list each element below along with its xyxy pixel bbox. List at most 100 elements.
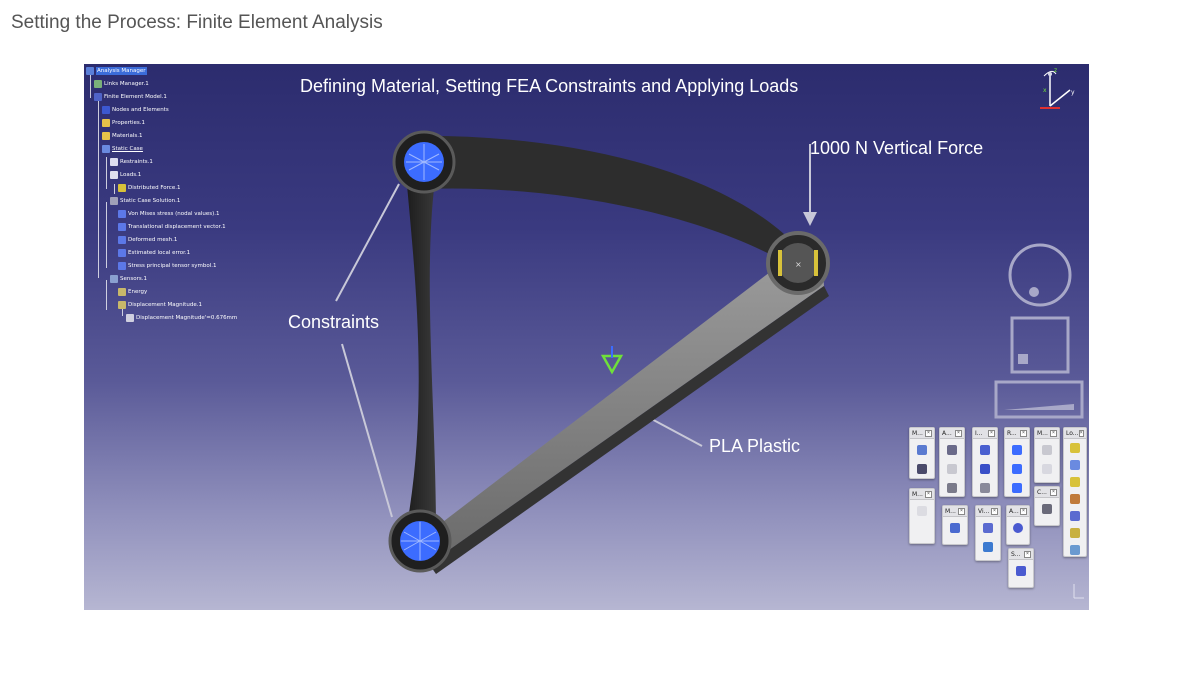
tree-item-label: Static Case [112, 146, 143, 152]
tree-item-displacement-result[interactable]: Displacement Magnitude'=0.676mm [126, 313, 237, 323]
deform-icon[interactable] [977, 461, 993, 477]
toolbar-title: M... [945, 507, 956, 515]
tree-item-displacement-vector[interactable]: Translational displacement vector.1 [118, 222, 226, 232]
image-icon [118, 236, 126, 244]
toolbar-title: M... [912, 429, 923, 437]
zoom-icon[interactable] [1010, 520, 1026, 536]
load-icon[interactable] [1067, 440, 1083, 456]
toolbar-close-icon[interactable]: × [1020, 507, 1027, 515]
catia-viewport[interactable]: × z x y [84, 64, 1089, 610]
tree-item-fem-model[interactable]: Finite Element Model.1 [94, 92, 167, 102]
tree-item-deformed-mesh[interactable]: Deformed mesh.1 [118, 235, 177, 245]
pressure-icon[interactable] [1067, 457, 1083, 473]
toolbar-close-icon[interactable]: × [1024, 550, 1031, 558]
tree-item-loads[interactable]: Loads.1 [110, 170, 141, 180]
mesh-icon[interactable] [944, 461, 960, 477]
analysis-icon[interactable] [944, 442, 960, 458]
tree-item-label: Deformed mesh.1 [128, 237, 178, 243]
tree-item-restraints[interactable]: Restraints.1 [110, 157, 153, 167]
toolbar-close-icon[interactable]: × [991, 507, 998, 515]
analysis-manager-icon [86, 67, 94, 75]
tree-item-nodes-elements[interactable]: Nodes and Elements [102, 105, 169, 115]
toolbar-close-icon[interactable]: × [1050, 488, 1057, 496]
sensor-icon [118, 288, 126, 296]
toolbar-loads[interactable]: Lo...× [1063, 427, 1087, 557]
toolbar-material[interactable]: M...× [1034, 427, 1060, 483]
restraint-icon[interactable] [1009, 442, 1025, 458]
tree-item-von-mises[interactable]: Von Mises stress (nodal values).1 [118, 209, 220, 219]
view-icon[interactable] [980, 520, 996, 536]
toolbar-close-icon[interactable]: × [925, 490, 932, 498]
bracket-model[interactable]: × [84, 64, 1089, 610]
tree-item-static-case-solution[interactable]: Static Case Solution.1 [110, 196, 180, 206]
toolbar-title: M... [1037, 429, 1048, 437]
load-symbol-icon[interactable] [778, 250, 818, 276]
top-arm [414, 135, 804, 274]
tree-item-label: Displacement Magnitude'=0.676mm [136, 315, 238, 321]
grid-icon[interactable] [914, 461, 930, 477]
specification-tree[interactable]: Analysis Manager Links Manager.1 Finite … [84, 64, 304, 324]
mesh-disabled-icon[interactable] [914, 503, 930, 519]
toolbar-analysis[interactable]: A...× [939, 427, 965, 497]
bearing-icon[interactable] [1067, 508, 1083, 524]
compass-z-label: z [1054, 67, 1057, 74]
density-icon[interactable] [1067, 525, 1083, 541]
tree-item-stress-tensor[interactable]: Stress principal tensor symbol.1 [118, 261, 216, 271]
tree-item-materials[interactable]: Materials.1 [102, 131, 142, 141]
tree-item-local-error[interactable]: Estimated local error.1 [118, 248, 190, 258]
toolbar-close-icon[interactable]: × [988, 429, 995, 437]
fem-model-icon [94, 93, 102, 101]
tree-item-label: Properties.1 [112, 120, 146, 126]
material-icon[interactable] [1039, 442, 1055, 458]
compass-icon[interactable]: z x y [1034, 66, 1084, 112]
pin-icon[interactable] [1009, 461, 1025, 477]
toolbar-close-icon[interactable]: × [1078, 429, 1084, 437]
toolbar-view[interactable]: Vi...× [975, 505, 1001, 561]
toolbar-compute[interactable]: C...× [1034, 486, 1060, 526]
toolbar-zoom[interactable]: A...× [1006, 505, 1030, 545]
toolbar-title: Vi... [978, 507, 990, 515]
toolbar-mesh[interactable]: M...× [909, 488, 935, 544]
image-icon [118, 210, 126, 218]
tree-item-energy[interactable]: Energy [118, 287, 147, 297]
solution-icon [110, 197, 118, 205]
toolbar-close-icon[interactable]: × [958, 507, 965, 515]
toolbar-mesh-edit[interactable]: M...× [942, 505, 968, 545]
toolbar-image[interactable]: I...× [972, 427, 998, 497]
toolbar-restraints[interactable]: R...× [1004, 427, 1030, 497]
toolbar-sensors[interactable]: S...× [1008, 548, 1034, 588]
arrows-icon[interactable] [914, 442, 930, 458]
moment-icon[interactable] [1067, 491, 1083, 507]
tree-item-distributed-force[interactable]: Distributed Force.1 [118, 183, 180, 193]
render-icon[interactable] [980, 539, 996, 555]
mesh-edit-icon[interactable] [947, 520, 963, 536]
material-disabled-icon[interactable] [1039, 461, 1055, 477]
mini-axis-icon [1073, 584, 1084, 599]
report-icon[interactable] [944, 480, 960, 496]
toolbar-close-icon[interactable]: × [955, 429, 962, 437]
left-strut [406, 172, 436, 534]
tree-item-links-manager[interactable]: Links Manager.1 [94, 79, 149, 89]
force-icon[interactable] [1067, 474, 1083, 490]
tree-item-displacement-magnitude[interactable]: Displacement Magnitude.1 [118, 300, 202, 310]
image-edit-icon[interactable] [977, 442, 993, 458]
toolbar-close-icon[interactable]: × [1020, 429, 1027, 437]
toolbar-title: S... [1011, 550, 1021, 558]
tree-item-analysis-manager[interactable]: Analysis Manager [86, 66, 147, 76]
calculator-icon[interactable] [1039, 501, 1055, 517]
sensor-tool-icon[interactable] [1013, 563, 1029, 579]
image-icon [118, 223, 126, 231]
toolbar-model-manager[interactable]: M...× [909, 427, 935, 479]
support-icon[interactable] [1009, 480, 1025, 496]
cut-plane-icon[interactable] [977, 480, 993, 496]
gravity-icon[interactable] [1067, 542, 1083, 558]
toolbar-close-icon[interactable]: × [1050, 429, 1057, 437]
toolbar-close-icon[interactable]: × [925, 429, 932, 437]
view-widgets[interactable] [994, 243, 1084, 419]
tree-item-label: Nodes and Elements [112, 107, 169, 113]
tree-item-sensors[interactable]: Sensors.1 [110, 274, 147, 284]
nodes-elements-icon [102, 106, 110, 114]
tree-item-properties[interactable]: Properties.1 [102, 118, 145, 128]
constraints-annotation: Constraints [288, 312, 380, 332]
tree-item-static-case[interactable]: Static Case [102, 144, 143, 154]
